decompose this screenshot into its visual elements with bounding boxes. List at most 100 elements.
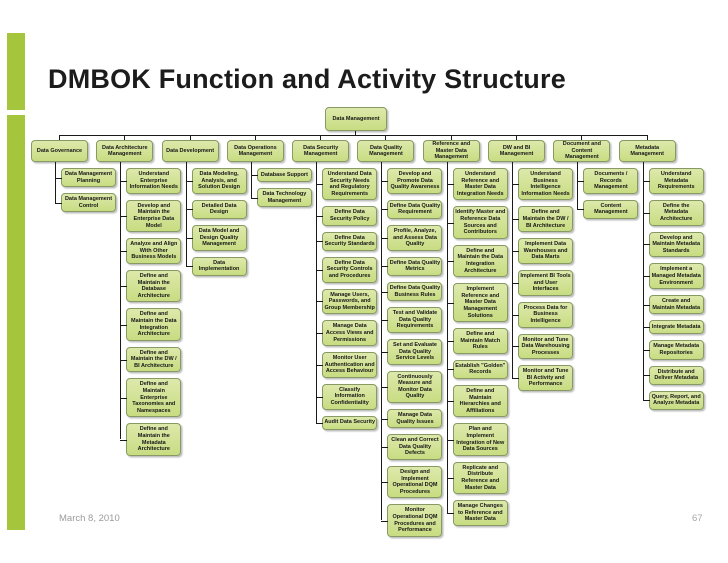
- activity-box: Define and Maintain Enterprise Taxonomie…: [120, 378, 182, 418]
- activity-box: Plan and Implement Integration of New Da…: [446, 423, 508, 456]
- connector-root-drop: [355, 131, 356, 135]
- page-title: DMBOK Function and Activity Structure: [48, 64, 566, 94]
- connector-horizontal-line: [59, 135, 647, 136]
- activity-box: Data Management Planning: [55, 168, 116, 188]
- accent-bar-top: [7, 33, 25, 110]
- connector-vertical-line: [577, 162, 579, 210]
- activity-box: Content Management: [577, 199, 639, 219]
- activity-box: Identify Master and Reference Data Sourc…: [446, 206, 508, 239]
- function-column-10: Metadata Management Understand Metadata …: [618, 135, 704, 537]
- function-column-5: Data Security Management Understand Data…: [292, 135, 378, 537]
- activity-box: Design and Implement Operational DQM Pro…: [381, 466, 443, 499]
- activity-box: Integrate Metadata: [642, 320, 704, 335]
- function-box: Data Governance: [31, 140, 88, 162]
- connector-vertical-line: [642, 162, 644, 401]
- function-columns: Data Governance Data Management Planning…: [31, 135, 704, 537]
- function-box: Data Architecture Management: [96, 140, 154, 162]
- function-column-7: Reference and Master Data Management Und…: [422, 135, 508, 537]
- activity-list: Data Modeling, Analysis, and Solution De…: [185, 162, 248, 276]
- activity-box: Manage Changes to Reference and Master D…: [446, 500, 508, 526]
- function-box: Data Operations Management: [226, 140, 284, 162]
- function-column-4: Data Operations Management Database Supp…: [226, 135, 312, 537]
- activity-box: Monitor User Authentication and Access B…: [316, 352, 378, 378]
- activity-box: Classify Information Confidentiality: [316, 383, 378, 410]
- activity-box: Implement Reference and Master Data Mana…: [446, 283, 508, 323]
- activity-box: Understand Metadata Requirements: [642, 168, 704, 194]
- activity-box: Define and Maintain the Data Integration…: [120, 308, 182, 341]
- activity-box: Detailed Data Design: [185, 199, 247, 219]
- activity-box: Implement BI Tools and User Interfaces: [512, 269, 574, 296]
- activity-box: Define and Maintain the DW / BI Architec…: [120, 346, 182, 373]
- function-column-3: Data Development Data Modeling, Analysis…: [161, 135, 247, 537]
- activity-list: Understand Business Intelligence Informa…: [512, 162, 574, 392]
- activity-box: Implement Data Warehouses and Data Marts: [512, 238, 574, 264]
- connector-vertical-line: [120, 162, 122, 439]
- activity-box: Monitor Operational DQM Procedures and P…: [381, 504, 443, 537]
- activity-box: Define Data Security Controls and Proced…: [316, 256, 378, 283]
- activity-box: Audit Data Security: [316, 415, 378, 430]
- activity-box: Define and Maintain the Database Archite…: [120, 269, 182, 303]
- connector-vertical-line: [316, 162, 318, 423]
- connector-vertical-line: [185, 162, 187, 267]
- activity-box: Distribute and Deliver Metadata: [642, 365, 704, 385]
- function-column-9: Document and Content Management Document…: [553, 135, 639, 537]
- activity-box: Define and Maintain the Metadata Archite…: [120, 423, 182, 456]
- activity-box: Profile, Analyze, and Assess Data Qualit…: [381, 224, 443, 251]
- connector-vertical-line: [512, 162, 514, 378]
- activity-box: Define Data Quality Requirement: [381, 199, 443, 219]
- activity-box: Monitor and Tune Data Warehousing Proces…: [512, 333, 574, 360]
- function-box: DW and BI Management: [488, 140, 546, 162]
- activity-box: Manage Data Access Views and Permissions: [316, 320, 378, 347]
- activity-box: Set and Evaluate Data Quality Service Le…: [381, 338, 443, 365]
- activity-box: Develop and Maintain Metadata Standards: [642, 231, 704, 258]
- activity-box: Clean and Correct Data Quality Defects: [381, 434, 443, 461]
- connector-vertical-line: [250, 162, 252, 198]
- activity-list: Understand Reference and Master Data Int…: [446, 162, 509, 526]
- activity-box: Implement a Managed Metadata Environment: [642, 263, 704, 290]
- activity-box: Data Model and Design Quality Management: [185, 224, 247, 251]
- activity-box: Define Data Security Standards: [316, 231, 378, 251]
- function-column-8: DW and BI Management Understand Business…: [488, 135, 574, 537]
- function-column-6: Data Quality Management Develop and Prom…: [357, 135, 443, 537]
- activity-box: Data Modeling, Analysis, and Solution De…: [185, 168, 247, 194]
- connector-vertical-line: [55, 162, 56, 203]
- activity-box: Define Data Quality Metrics: [381, 256, 443, 276]
- activity-box: Define and Maintain the Data Integration…: [446, 244, 508, 278]
- activity-box: Manage Metadata Repositories: [642, 340, 704, 360]
- accent-bar-bottom: [7, 115, 25, 530]
- function-column-2: Data Architecture Management Understand …: [96, 135, 182, 537]
- function-box: Data Security Management: [292, 140, 350, 162]
- page-number: 67: [692, 513, 703, 524]
- function-box: Document and Content Management: [553, 140, 611, 162]
- activity-box: Define and Maintain Match Rules: [446, 328, 508, 354]
- activity-box: Manage Data Quality Issues: [381, 409, 443, 429]
- activity-list: Understand Data Security Needs and Regul…: [316, 162, 378, 430]
- activity-box: Define and Maintain the DW / BI Architec…: [512, 206, 574, 233]
- connector-vertical-line: [446, 162, 448, 513]
- activity-box: Documents / Records Management: [577, 168, 639, 194]
- activity-box: Data Technology Management: [250, 188, 312, 208]
- function-box: Metadata Management: [618, 140, 676, 162]
- activity-box: Understand Data Security Needs and Regul…: [316, 168, 378, 201]
- function-box: Reference and Master Data Management: [422, 140, 480, 162]
- activity-box: Replicate and Distribute Reference and M…: [446, 461, 508, 495]
- activity-box: Data Implementation: [185, 256, 247, 276]
- activity-box: Create and Maintain Metadata: [642, 295, 704, 315]
- activity-box: Understand Business Intelligence Informa…: [512, 168, 574, 201]
- function-box: Data Quality Management: [357, 140, 415, 162]
- activity-box: Test and Validate Data Quality Requireme…: [381, 307, 443, 333]
- activity-box: Data Management Control: [55, 193, 116, 213]
- activity-list: Develop and Promote Data Quality Awarene…: [381, 162, 443, 537]
- function-box: Data Development: [161, 140, 219, 162]
- activity-box: Process Data for Business Intelligence: [512, 301, 574, 328]
- activity-box: Define Data Security Policy: [316, 206, 378, 226]
- activity-box: Understand Enterprise Information Needs: [120, 168, 182, 194]
- activity-box: Establish "Golden" Records: [446, 359, 508, 380]
- activity-box: Define Data Quality Business Rules: [381, 281, 443, 302]
